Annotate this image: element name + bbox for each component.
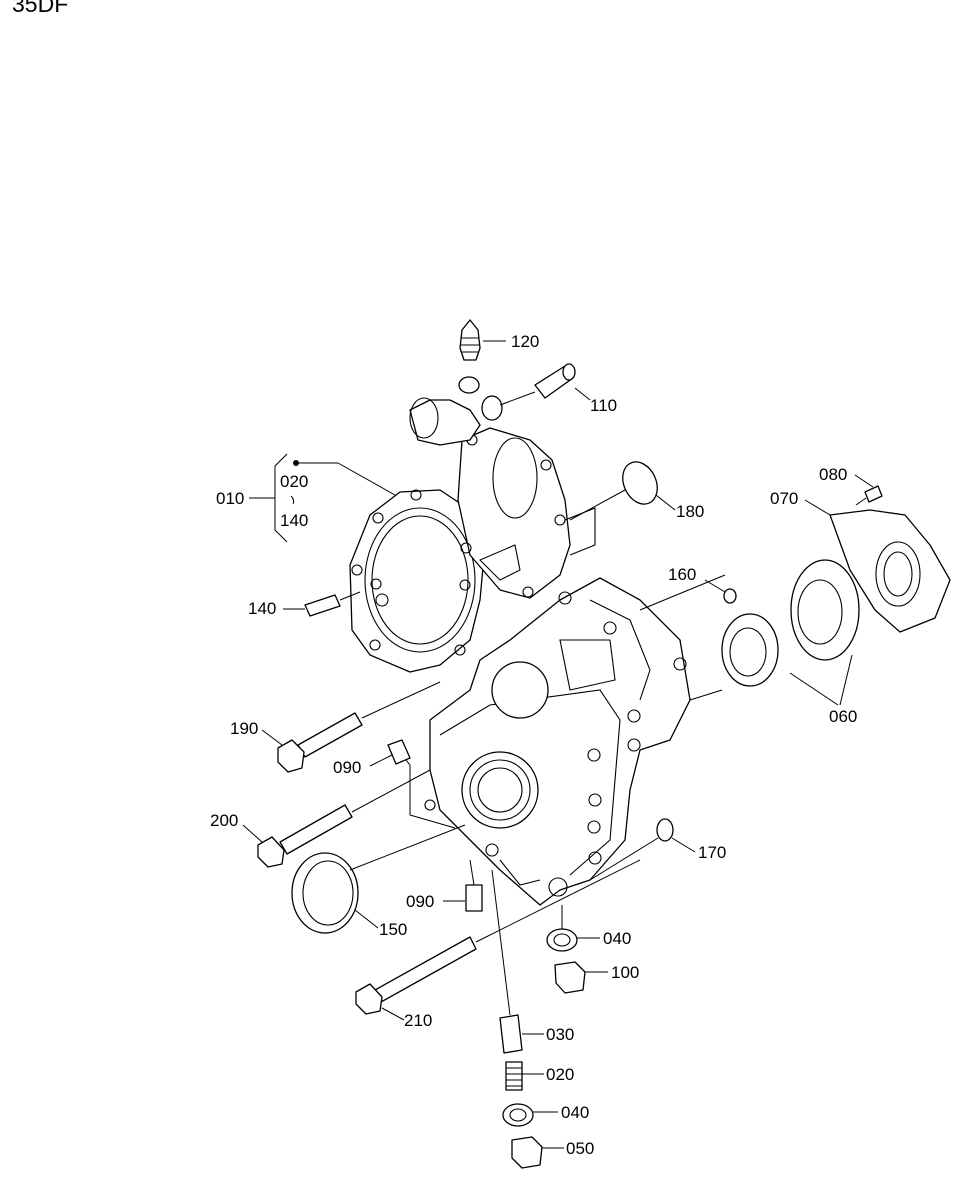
- label-030: 030: [546, 1025, 574, 1044]
- part-140-stud: [283, 591, 361, 617]
- label-160: 160: [668, 565, 696, 584]
- label-190: 190: [230, 719, 258, 738]
- label-140: 140: [248, 599, 276, 618]
- part-150-seal: [291, 824, 466, 934]
- label-060: 060: [829, 707, 857, 726]
- label-040-upper: 040: [603, 929, 631, 948]
- part-080-screw: [854, 474, 883, 506]
- label-100: 100: [611, 963, 639, 982]
- housing-ring: [349, 489, 486, 673]
- part-110-pipe: [499, 363, 591, 406]
- part-030-valve: [499, 1014, 544, 1054]
- page-title: 35DF: [12, 0, 69, 17]
- label-090-lower: 090: [406, 892, 434, 911]
- part-190-bolt: [261, 681, 441, 773]
- label-200: 200: [210, 811, 238, 830]
- label-020-range-start: 020: [280, 472, 308, 491]
- part-210-bolt: [355, 859, 641, 1021]
- label-040-lower: 040: [561, 1103, 589, 1122]
- part-170-oring: [656, 818, 674, 842]
- label-020: 020: [546, 1065, 574, 1084]
- label-140-range-end: 140: [280, 511, 308, 530]
- part-040-washer-lower: [502, 1103, 558, 1127]
- part-200-bolt: [242, 769, 431, 868]
- label-070: 070: [770, 489, 798, 508]
- part-090-pin-upper: [369, 739, 456, 829]
- part-010-bracket: [249, 453, 396, 543]
- part-060-gears: [639, 559, 860, 706]
- pump-plate: [409, 376, 596, 599]
- part-100-plug: [554, 961, 608, 994]
- part-040-washer-upper: [546, 905, 600, 952]
- label-150: 150: [379, 920, 407, 939]
- part-070-cover: [804, 499, 951, 633]
- label-110: 110: [590, 396, 617, 415]
- label-080: 080: [819, 465, 847, 484]
- label-170: 170: [698, 843, 726, 862]
- part-160-pin: [723, 588, 737, 604]
- label-050: 050: [566, 1139, 594, 1158]
- label-090-upper: 090: [333, 758, 361, 777]
- label-180: 180: [676, 502, 704, 521]
- label-120: 120: [511, 332, 539, 351]
- part-180-oring: [569, 461, 676, 521]
- part-120-plug: [459, 319, 506, 361]
- part-090-pin-lower: [443, 859, 483, 912]
- gear-case: [424, 577, 691, 906]
- part-020-spring: [505, 1061, 544, 1091]
- part-050-plug: [511, 1136, 564, 1169]
- label-210: 210: [404, 1011, 432, 1030]
- label-010: 010: [216, 489, 244, 508]
